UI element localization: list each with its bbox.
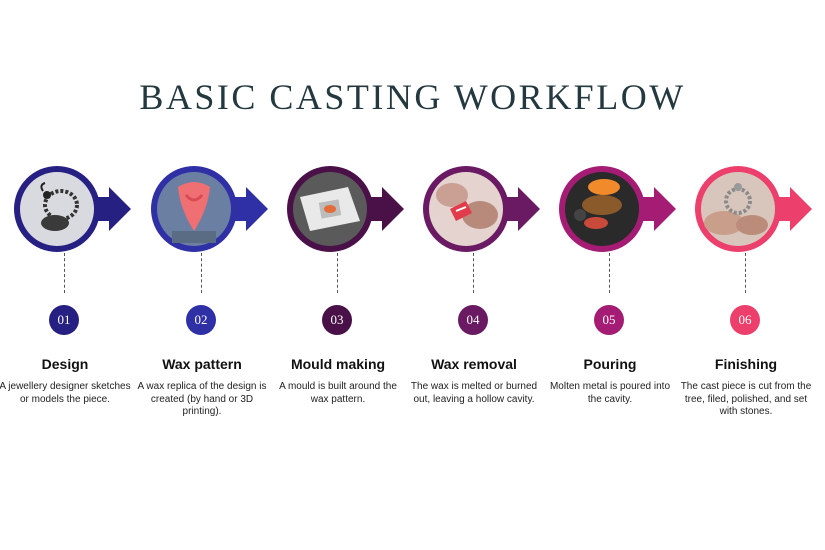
- step-4-number: 04: [458, 305, 488, 335]
- page-title: BASIC CASTING WORKFLOW: [139, 77, 686, 117]
- step-2-disc: [151, 166, 268, 252]
- wax-model-icon: [172, 182, 216, 243]
- step-6-description: The cast piece is cut from the tree, fil…: [680, 381, 812, 417]
- step-6-number: 06: [730, 305, 760, 335]
- step-1-disc: [14, 166, 131, 252]
- step-5-description: Molten metal is poured into the cavity.: [549, 381, 671, 405]
- step-2-title: Wax pattern: [162, 356, 242, 372]
- step-1: 01 Design A jewellery designer sketches …: [0, 165, 135, 445]
- step-3-number: 03: [322, 305, 352, 335]
- hands-wax-icon: [436, 183, 498, 229]
- step-2-number: 02: [186, 305, 216, 335]
- step-5-title: Pouring: [583, 356, 637, 372]
- step-5: 05 Pouring Molten metal is poured into t…: [544, 165, 680, 445]
- step-5-number: 05: [594, 305, 624, 335]
- step-1-title: Design: [41, 356, 89, 372]
- step-1-description: A jewellery designer sketches or models …: [0, 381, 131, 405]
- step-5-disc: [559, 166, 676, 252]
- step-6-title: Finishing: [714, 356, 778, 372]
- step-3: 03 Mould making A mould is built around …: [272, 165, 408, 445]
- step-6: 06 Finishing The cast piece is cut from …: [680, 165, 816, 445]
- step-6-disc: [695, 166, 812, 252]
- step-2-description: A wax replica of the design is created (…: [137, 381, 267, 417]
- step-1-number: 01: [49, 305, 79, 335]
- finished-piece-icon: [704, 183, 768, 235]
- step-4-description: The wax is melted or burned out, leaving…: [410, 381, 538, 405]
- step-3-disc: [287, 166, 404, 252]
- step-2: 02 Wax pattern A wax replica of the desi…: [136, 165, 272, 445]
- step-3-title: Mould making: [290, 356, 386, 372]
- step-3-description: A mould is built around the wax pattern.: [279, 381, 397, 405]
- mould-icon: [300, 187, 360, 231]
- step-4-title: Wax removal: [431, 356, 517, 372]
- peacock-brooch-icon: [40, 182, 79, 231]
- step-4: 04 Wax removal The wax is melted or burn…: [408, 165, 544, 445]
- step-4-disc: [423, 166, 540, 252]
- pouring-metal-icon: [574, 179, 622, 229]
